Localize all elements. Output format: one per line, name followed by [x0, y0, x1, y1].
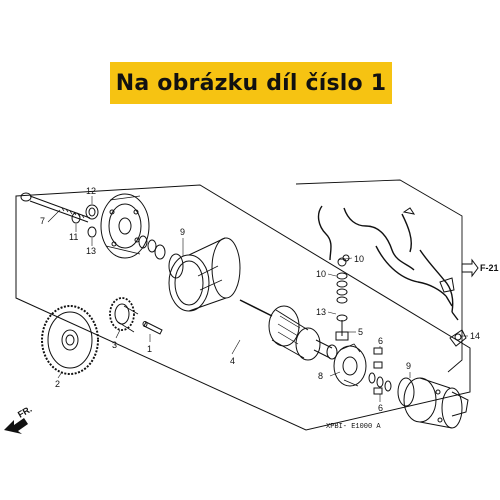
callout-9-left: 9 — [180, 227, 185, 237]
callout-6-bottom: 6 — [378, 403, 383, 413]
part-4-armature — [239, 299, 338, 361]
callout-5: 5 — [358, 327, 363, 337]
harness-outline — [295, 179, 463, 373]
callout-6-top: 6 — [378, 336, 383, 346]
part-11-washer — [71, 212, 81, 224]
callout-1: 1 — [147, 344, 152, 354]
part-12-oring — [85, 204, 99, 220]
part-8-brush-holder — [333, 343, 383, 395]
rear-washers — [368, 372, 392, 392]
callout-14: 14 — [470, 331, 480, 341]
leader-lines — [47, 196, 468, 402]
callout-8: 8 — [318, 371, 323, 381]
front-marker-label: FR. — [16, 404, 34, 420]
callout-10-right: 10 — [354, 254, 364, 264]
part-9-oring-right — [397, 377, 415, 407]
part-number-banner: Na obrázku díl číslo 1 — [110, 62, 392, 104]
part-3-small-gear — [109, 297, 139, 333]
banner-text: Na obrázku díl číslo 1 — [115, 70, 387, 96]
callout-2: 2 — [55, 379, 60, 389]
part-9-oring-left — [168, 253, 184, 279]
part-14-bolt — [454, 333, 462, 341]
part-2-gear — [41, 305, 99, 375]
callout-4: 4 — [230, 356, 235, 366]
part-1-pin — [142, 321, 163, 335]
callout-11: 11 — [69, 232, 78, 242]
callout-9-right: 9 — [406, 361, 411, 371]
callout-10-left: 10 — [316, 269, 326, 279]
callout-3: 3 — [112, 340, 117, 350]
drawing-code: XPBI- E1000 A — [326, 423, 381, 431]
page-ref-label: F-21 — [480, 263, 499, 273]
callout-13-left: 13 — [86, 246, 96, 256]
assembly-outline — [15, 184, 471, 431]
callout-12: 12 — [86, 186, 96, 196]
washer-stack — [138, 235, 166, 260]
callout-7: 7 — [40, 216, 45, 226]
part-13-oring-left — [87, 226, 97, 238]
page-ref-arrow-icon — [461, 258, 479, 278]
front-cover — [100, 193, 150, 259]
part-10-nut-top — [342, 254, 350, 262]
rear-cover — [403, 377, 469, 429]
callout-13-right: 13 — [316, 307, 326, 317]
motor-yoke — [168, 237, 241, 312]
front-arrow-icon — [4, 418, 28, 434]
wire-harness — [317, 205, 467, 347]
